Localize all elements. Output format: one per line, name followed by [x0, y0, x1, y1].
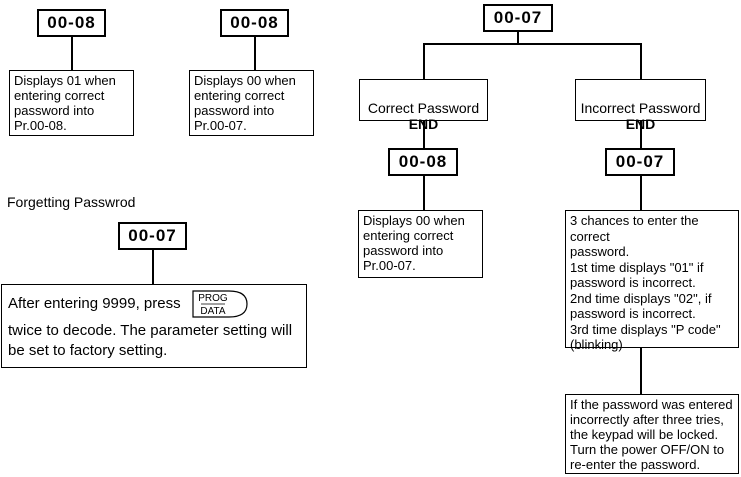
- note-displays-01: Displays 01 when entering correct passwo…: [9, 70, 134, 136]
- connector-line: [423, 121, 425, 149]
- connector-line: [71, 37, 73, 71]
- code-00-07-forgetting: 00-07: [118, 222, 187, 250]
- connector-line: [640, 121, 642, 149]
- decode-instructions: After entering 9999, press PROG DATA twi…: [1, 284, 307, 368]
- incorrect-password-label: Incorrect Password: [580, 100, 701, 116]
- key-label-bottom: DATA: [200, 306, 226, 317]
- connector-line: [152, 250, 154, 285]
- incorrect-password-node: Incorrect Password END: [575, 79, 706, 132]
- code-00-07-root: 00-07: [483, 4, 553, 32]
- connector-line: [423, 43, 425, 80]
- prog-data-key-icon: PROG DATA: [192, 290, 248, 318]
- connector-line: [517, 32, 519, 44]
- correct-result-note: Displays 00 when entering correct passwo…: [358, 210, 483, 278]
- note-displays-00: Displays 00 when entering correct passwo…: [189, 70, 314, 136]
- connector-line: [640, 348, 642, 395]
- connector-line: [423, 176, 425, 211]
- keypad-locked-note: If the password was entered incorrectly …: [565, 394, 739, 474]
- decode-text-after: twice to decode. The parameter setting w…: [8, 322, 293, 359]
- code-00-08-middle: 00-08: [220, 9, 289, 37]
- code-00-07-incorrect: 00-07: [605, 148, 675, 176]
- correct-password-node: Correct Password END: [359, 79, 488, 132]
- forgetting-password-title: Forgetting Passwrod: [7, 194, 136, 210]
- correct-password-label: Correct Password: [367, 100, 480, 116]
- key-label-top: PROG: [198, 293, 228, 304]
- decode-text-before: After entering 9999, press: [8, 294, 181, 312]
- connector-line: [640, 176, 642, 211]
- connector-line: [254, 37, 256, 71]
- code-00-08-correct: 00-08: [388, 148, 458, 176]
- code-00-08-left: 00-08: [37, 9, 106, 37]
- connector-line: [640, 43, 642, 80]
- incorrect-attempts-note: 3 chances to enter the correct password.…: [565, 210, 739, 352]
- branch-line: [423, 43, 641, 45]
